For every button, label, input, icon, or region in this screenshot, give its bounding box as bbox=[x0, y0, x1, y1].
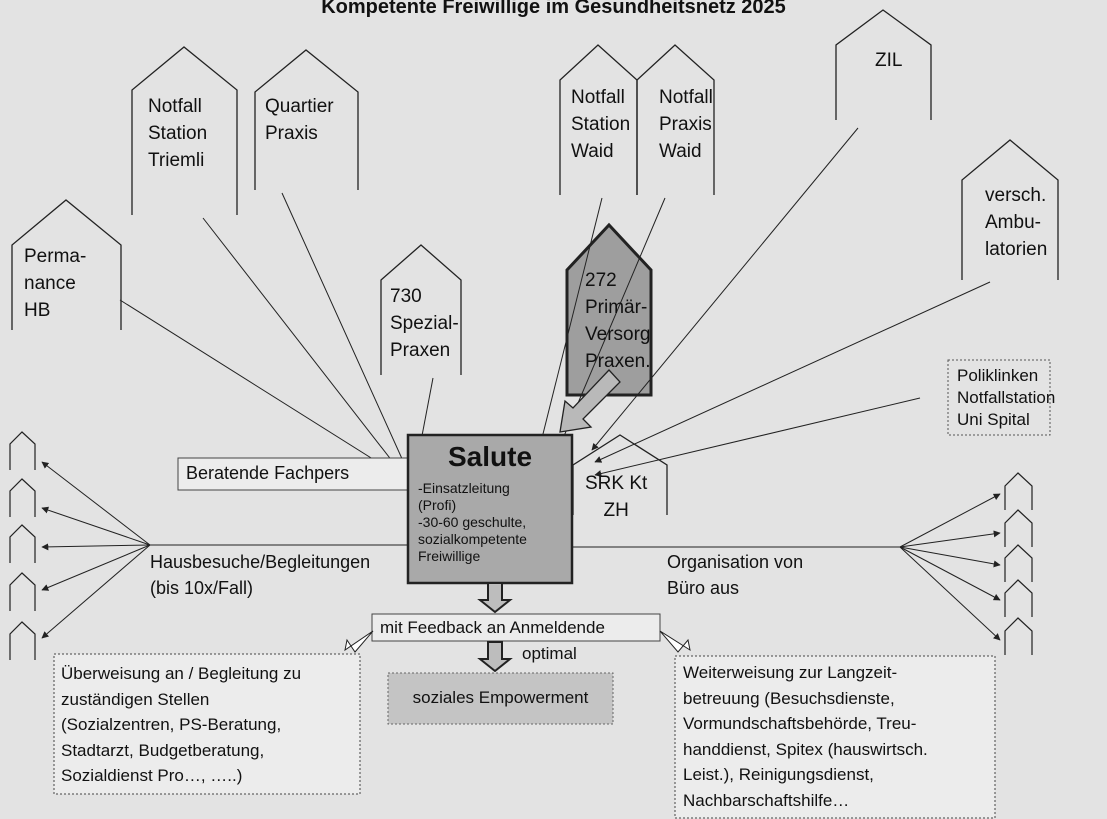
small-house bbox=[1004, 579, 1033, 617]
small-arrow-left bbox=[344, 630, 374, 653]
notfall-triemli-label: Notfall Station Triemli bbox=[148, 96, 208, 171]
beratende-box bbox=[177, 457, 409, 491]
arrow-right-5 bbox=[899, 546, 1001, 641]
arrow-left-2 bbox=[41, 506, 151, 546]
small-arrow-right bbox=[659, 630, 691, 653]
ambulatorien-label: versch. Ambu- latorien bbox=[985, 185, 1048, 260]
salute-box bbox=[406, 433, 574, 585]
arrow-quartier bbox=[281, 192, 409, 473]
salute-body: -Einsatzleitung (Profi) -30-60 geschulte… bbox=[418, 480, 527, 564]
quartier-praxis-label: Quartier Praxis bbox=[265, 96, 334, 144]
small-house bbox=[1004, 544, 1033, 582]
notfall-waid-label: Notfall Station Waid bbox=[571, 87, 631, 162]
notfall-praxis-waid-label: Notfall Praxis Waid bbox=[659, 87, 713, 162]
weiterweisung-box bbox=[674, 655, 996, 819]
weiterweisung-label: Weiterweisung zur Langzeit- betreuung (B… bbox=[683, 663, 928, 810]
arrow-poliklinken bbox=[594, 397, 921, 477]
house-zil bbox=[835, 9, 932, 120]
small-house bbox=[1004, 617, 1033, 655]
down-arrow-feedback bbox=[477, 582, 513, 614]
small-house bbox=[1004, 472, 1033, 510]
srk-label: SRK Kt ZH bbox=[585, 473, 648, 521]
empowerment-box bbox=[387, 672, 614, 725]
small-house bbox=[9, 572, 36, 611]
arrow-right-4 bbox=[899, 546, 1001, 601]
ueberweisung-label: Überweisung an / Begleitung zu zuständig… bbox=[61, 664, 302, 785]
small-house bbox=[9, 478, 36, 517]
poliklinken-box bbox=[947, 359, 1051, 436]
house-notfall-triemli bbox=[131, 46, 238, 215]
zil-label: ZIL bbox=[875, 50, 903, 71]
diagram-title: Kompetente Freiwillige im Gesundheitsnet… bbox=[321, 0, 786, 18]
optimal-label: optimal bbox=[522, 644, 577, 663]
small-house bbox=[1004, 509, 1033, 547]
arrow-ambulatorien bbox=[594, 281, 991, 463]
hausbesuche-label: Hausbesuche/Begleitungen (bis 10x/Fall) bbox=[150, 552, 371, 598]
down-arrow-optimal bbox=[477, 641, 513, 673]
feedback-box bbox=[371, 613, 661, 642]
arrow-left-1 bbox=[41, 461, 151, 546]
ueberweisung-box bbox=[53, 653, 361, 795]
beratende-label: Beratende Fachpers bbox=[186, 463, 350, 483]
small-house bbox=[9, 524, 36, 563]
house-spezial-praxen bbox=[380, 244, 462, 375]
salute-title: Salute bbox=[447, 441, 533, 472]
arrow-left-5 bbox=[41, 544, 151, 639]
small-house bbox=[9, 431, 36, 470]
small-house bbox=[9, 621, 36, 660]
arrow-left-4 bbox=[41, 544, 151, 591]
arrow-triemli bbox=[202, 217, 404, 476]
arrow-right-1 bbox=[899, 493, 1001, 548]
arrow-right-3 bbox=[899, 546, 1001, 568]
arrow-notfall-waid bbox=[534, 197, 603, 463]
organisation-label: Organisation von Büro aus bbox=[667, 552, 804, 598]
arrow-permanence bbox=[119, 299, 404, 479]
house-notfall-praxis-waid bbox=[636, 44, 715, 195]
arrow-zil bbox=[591, 127, 859, 451]
empowerment-label: soziales Empowerment bbox=[412, 688, 589, 707]
house-ambulatorien bbox=[961, 139, 1059, 280]
arrow-left-3 bbox=[41, 543, 151, 551]
permanence-label: Perma- nance HB bbox=[24, 246, 87, 321]
primaer-versorg-label: 272 Primär- Versorg Praxen. bbox=[585, 270, 651, 372]
house-permanence bbox=[11, 199, 122, 330]
feedback-label: mit Feedback an Anmeldende bbox=[380, 618, 605, 637]
spezial-praxen-label: 730 Spezial- Praxen bbox=[390, 286, 459, 361]
poliklinken-label: Poliklinken Notfallstation Uni Spital bbox=[957, 366, 1056, 429]
arrow-right-2 bbox=[899, 530, 1001, 548]
house-quartier-praxis bbox=[254, 49, 359, 190]
primaer-thick-arrow bbox=[559, 369, 621, 433]
